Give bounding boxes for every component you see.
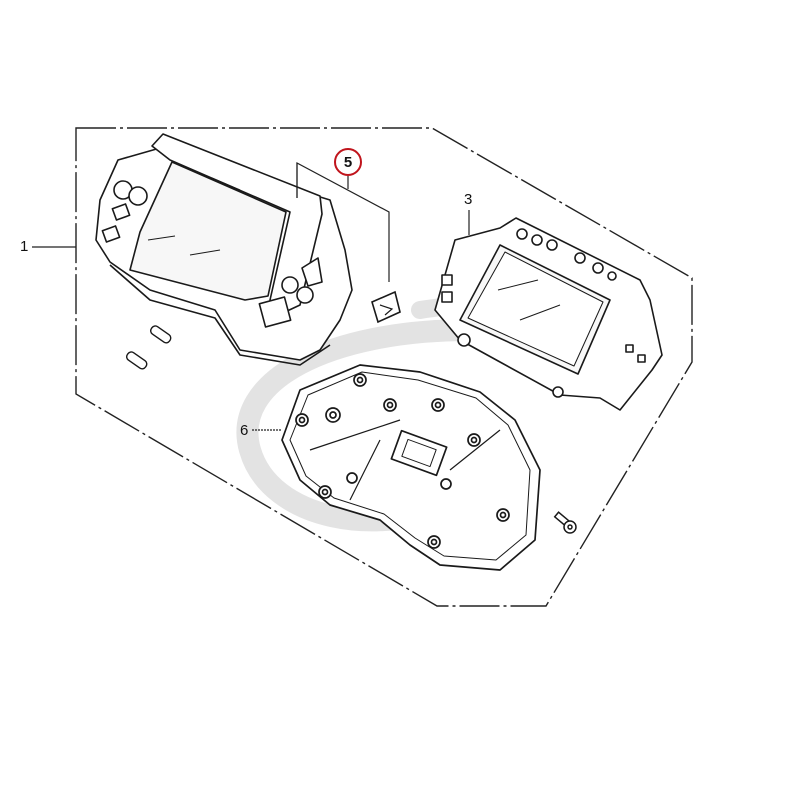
callout-1: 1 xyxy=(20,238,29,255)
callout-3: 3 xyxy=(464,191,473,208)
screw-part xyxy=(553,511,577,534)
meter-upper-cover xyxy=(95,133,353,366)
meter-lower-case xyxy=(281,364,541,571)
meter-rubber-pad xyxy=(371,290,401,324)
callout-5-highlighted[interactable]: 5 xyxy=(334,148,362,176)
assembly-boundary-frame xyxy=(75,127,693,607)
callout-6: 6 xyxy=(240,422,249,439)
callout-5-label: 5 xyxy=(343,153,353,171)
bulb-socket-parts xyxy=(125,325,172,370)
meter-unit xyxy=(434,217,663,411)
